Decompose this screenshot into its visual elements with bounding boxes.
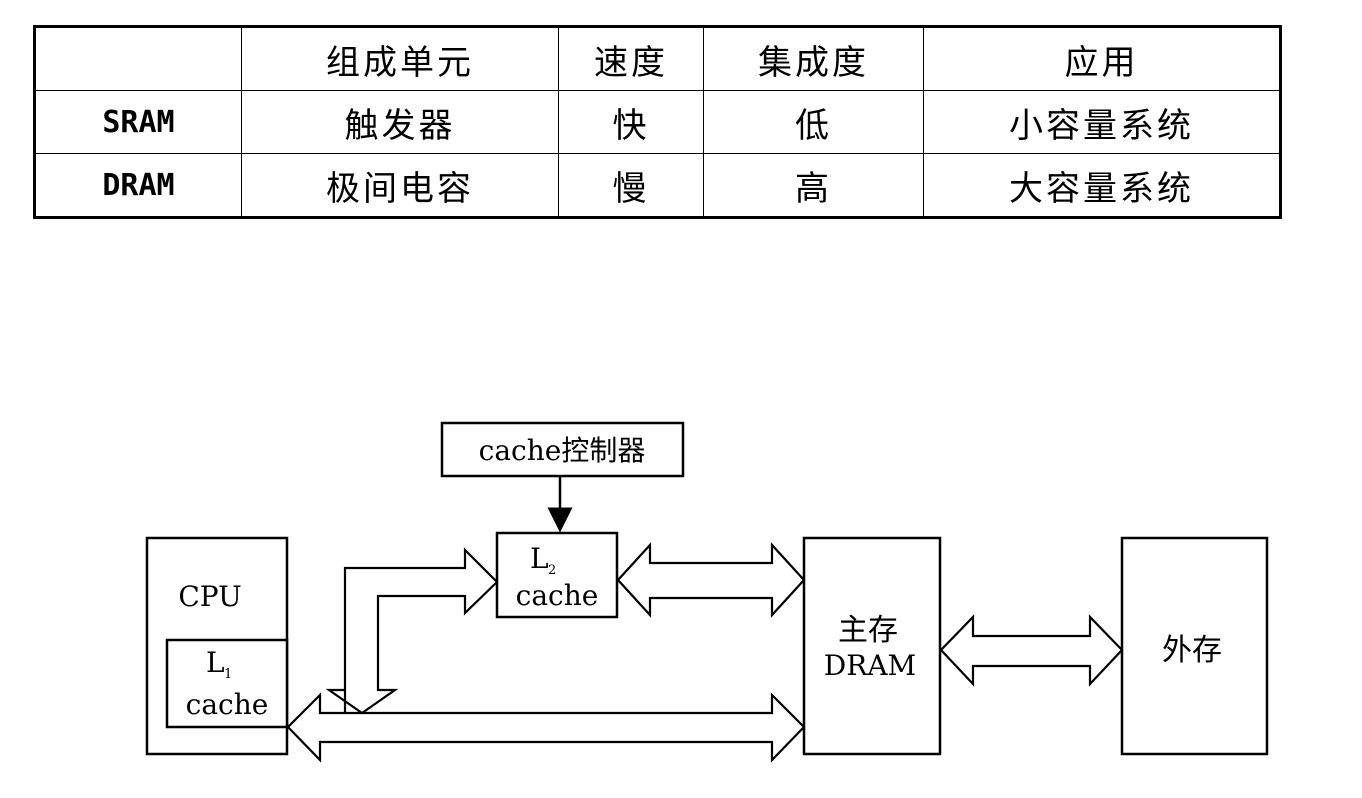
main-memory-cn-label: 主存 — [838, 613, 898, 648]
table-header-row: 组成单元 速度 集成度 应用 — [34, 26, 1281, 91]
bus-to-l2-arrow — [325, 547, 499, 715]
external-memory-label: 外存 — [1162, 633, 1222, 668]
cpu-label: CPU — [178, 580, 241, 613]
l1-word: cache — [186, 688, 269, 721]
integration-cell: 低 — [703, 90, 924, 154]
unit-cell: 触发器 — [241, 90, 559, 154]
l2-cache-box: L 2 cache — [495, 531, 619, 619]
header-cell-application: 应用 — [923, 26, 1281, 91]
external-memory-box: 外存 — [1120, 536, 1269, 756]
header-cell-integration: 集成度 — [703, 26, 924, 91]
application-cell: 大容量系统 — [923, 153, 1281, 218]
integration-cell: 高 — [703, 153, 924, 218]
l1-main-memory-arrow — [286, 692, 806, 763]
application-cell: 小容量系统 — [923, 90, 1281, 154]
l1-subscript: 1 — [224, 667, 232, 682]
speed-cell: 慢 — [558, 153, 704, 218]
sram-dram-comparison-table: 组成单元 速度 集成度 应用 SRAM 触发器 快 低 小容量系统 DRAM 极… — [33, 25, 1282, 219]
main-external-memory-arrow — [939, 614, 1124, 687]
main-memory-en-label: DRAM — [824, 649, 916, 682]
row-name-cell: SRAM — [34, 90, 242, 154]
l1-cache-box: L 1 cache — [165, 638, 289, 729]
l2-word: cache — [516, 579, 599, 612]
row-name-cell: DRAM — [34, 153, 242, 218]
main-memory-box: 主存 DRAM — [802, 536, 942, 756]
table-row: DRAM 极间电容 慢 高 大容量系统 — [34, 153, 1281, 218]
cache-controller-label: cache控制器 — [479, 434, 646, 467]
header-cell-unit: 组成单元 — [241, 26, 559, 91]
l1-letter: L — [206, 646, 225, 679]
cache-controller-box: cache控制器 — [440, 421, 685, 478]
l2-main-memory-arrow — [616, 542, 806, 618]
unit-cell: 极间电容 — [241, 153, 559, 218]
table-row: SRAM 触发器 快 低 小容量系统 — [34, 90, 1281, 154]
l2-subscript: 2 — [548, 563, 556, 578]
l2-letter: L — [530, 542, 549, 575]
